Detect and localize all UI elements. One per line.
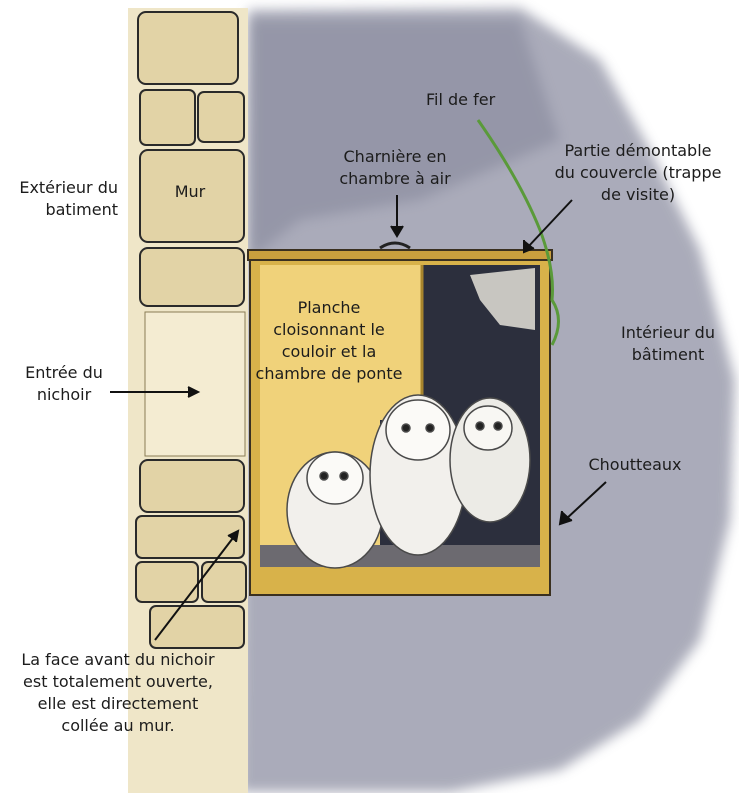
label-chouteaux: Choutteaux <box>570 454 700 476</box>
label-interieur: Intérieur du bâtiment <box>600 322 736 366</box>
label-charniere: Charnière en chambre à air <box>300 146 490 190</box>
label-partie-demontable: Partie démontable du couvercle (trappe d… <box>538 140 738 206</box>
label-face-avant: La face avant du nichoir est totalement … <box>0 649 236 737</box>
label-entree: Entrée du nichoir <box>10 362 118 406</box>
label-mur: Mur <box>155 181 225 203</box>
label-planche: Planche cloisonnant le couloir et la cha… <box>244 297 414 385</box>
label-exterieur: Extérieur du batiment <box>4 177 118 221</box>
nest-entrance-opening <box>145 312 245 456</box>
lid-hatch <box>248 250 552 260</box>
label-fil-de-fer: Fil de fer <box>426 89 536 111</box>
